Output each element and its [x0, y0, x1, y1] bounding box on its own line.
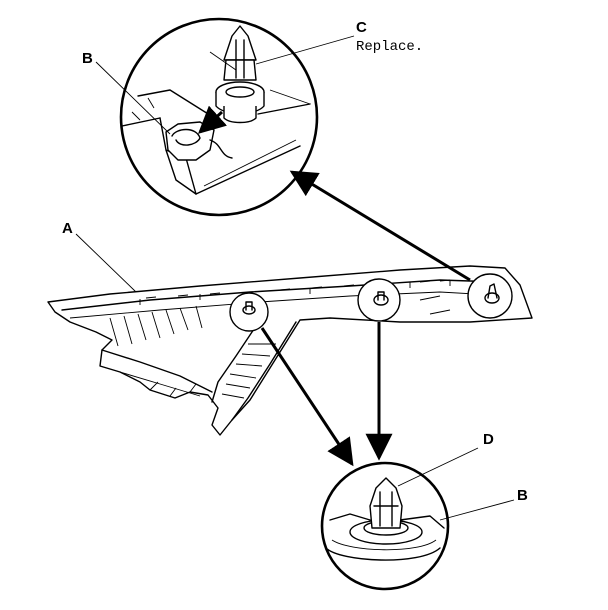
- callout-leaders: [75, 35, 515, 521]
- label-a: A: [62, 220, 73, 237]
- label-b-top: B: [82, 50, 93, 67]
- detail-circle-bottom: [320, 461, 450, 591]
- note-replace: Replace.: [356, 39, 423, 55]
- trim-panel: [47, 265, 533, 436]
- detail-circle-top: [119, 17, 319, 217]
- label-d: D: [483, 431, 494, 448]
- label-c: C: [356, 19, 367, 36]
- leader-arrows: [260, 170, 471, 467]
- label-b-bottom: B: [517, 487, 528, 504]
